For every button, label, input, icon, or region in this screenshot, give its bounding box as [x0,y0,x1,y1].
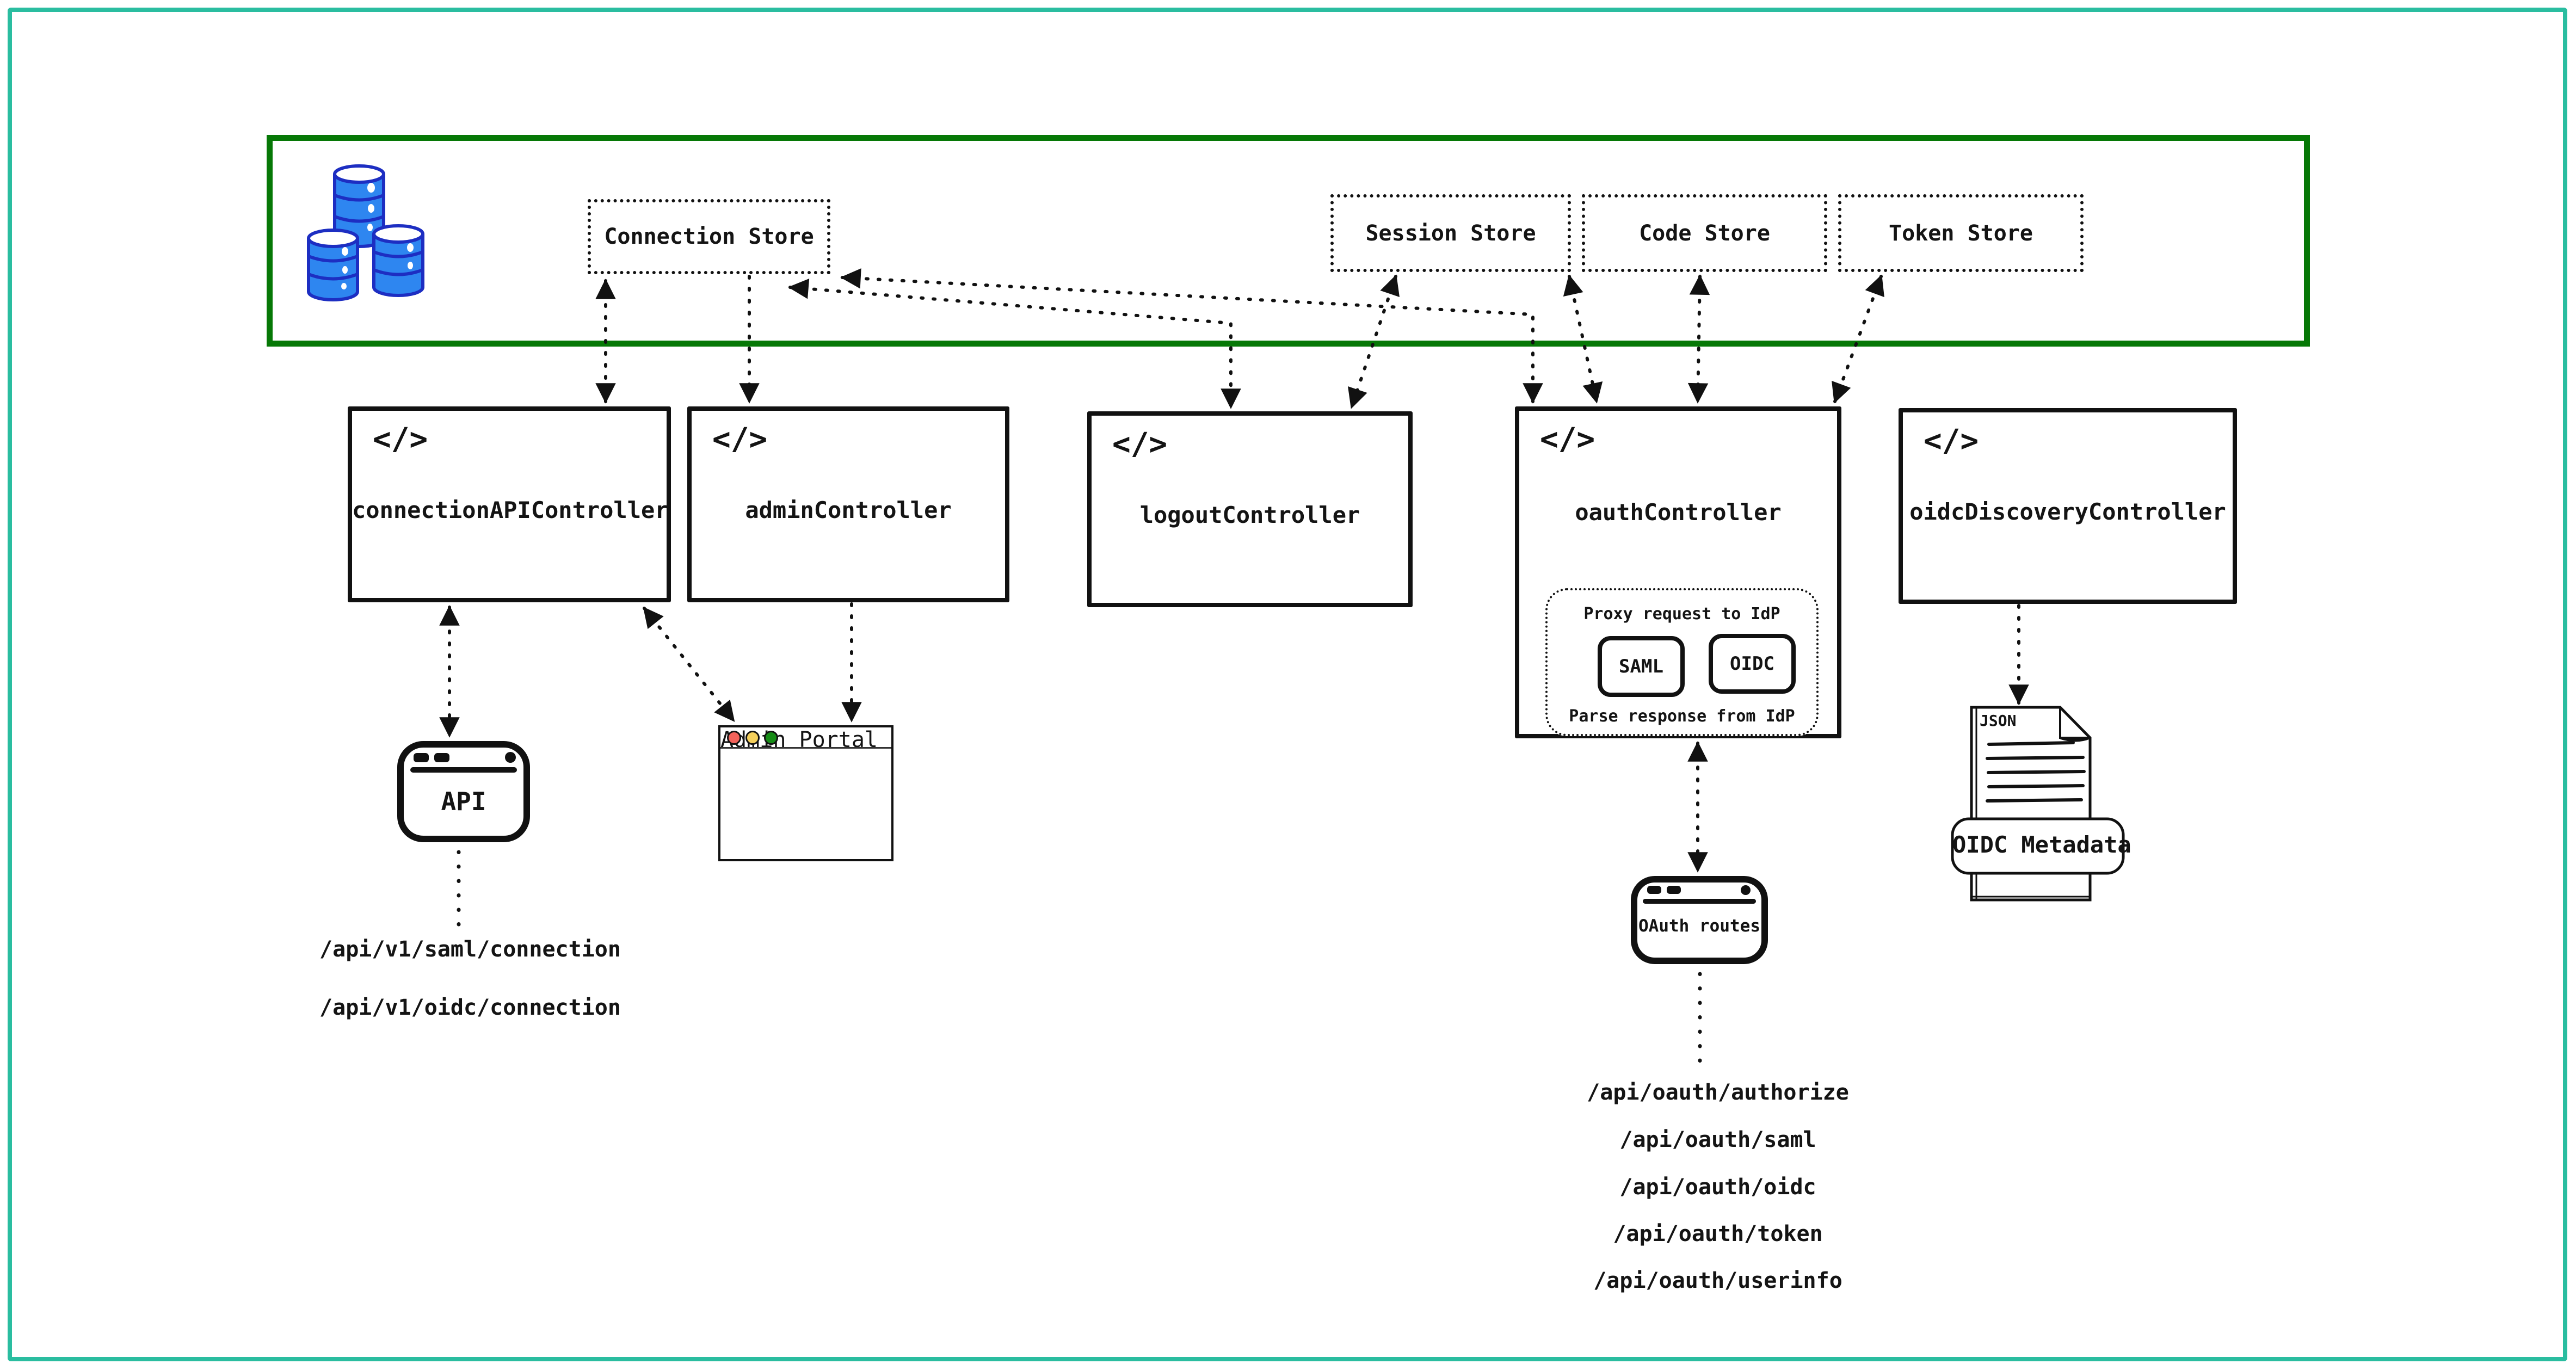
browser-dot [1741,885,1751,895]
api-label: API [441,787,486,816]
controller-label: adminController [745,497,952,523]
close-dot [727,731,741,745]
oidc-box: OIDC [1709,634,1796,694]
connection-store: Connection Store [588,199,830,274]
browser-dot [505,752,516,763]
code-icon: </> [373,422,428,457]
oauth-endpoint: /api/oauth/authorize [1587,1080,1849,1105]
code-icon: </> [712,422,768,457]
oauth-endpoint: /api/oauth/saml [1619,1127,1816,1152]
browser-dot [1647,886,1661,894]
browser-dot [1667,886,1681,894]
browser-dot [434,753,449,762]
json-document-icon [1951,706,2125,902]
api-endpoint: /api/v1/oidc/connection [319,995,621,1020]
code-icon: </> [1924,423,1979,459]
parse-response-label: Parse response from IdP [1569,707,1795,726]
saml-label: SAML [1619,656,1663,677]
admin-controller: </> adminController [687,406,1009,602]
connection-store-label: Connection Store [604,224,814,249]
browser-bar [1643,899,1756,904]
oidc-discovery-controller: </> oidcDiscoveryController [1899,408,2237,604]
controller-label: connectionAPIController [352,497,669,523]
page-frame [8,8,2567,1361]
oidc-label: OIDC [1730,653,1774,675]
controller-label: oidcDiscoveryController [1909,498,2226,525]
oauth-controller: </> oauthController Proxy request to IdP… [1515,406,1841,738]
token-store: Token Store [1838,194,2084,272]
browser-bar [410,767,517,773]
api-client-icon: API [397,741,530,842]
oauth-endpoint: /api/oauth/token [1613,1221,1823,1246]
code-store-label: Code Store [1639,220,1770,246]
proxy-request-label: Proxy request to IdP [1583,604,1780,624]
connection-api-controller: </> connectionAPIController [348,406,671,602]
database-icon [307,164,424,301]
controller-label: logoutController [1139,502,1360,528]
minimize-dot [745,731,760,745]
api-endpoint: /api/v1/saml/connection [319,937,621,962]
code-icon: </> [1112,427,1168,462]
idp-proxy-box: Proxy request to IdP SAML OIDC Parse res… [1545,588,1819,736]
oauth-endpoint: /api/oauth/userinfo [1593,1268,1842,1293]
maximize-dot [764,731,778,745]
browser-dot [414,753,429,762]
controller-label: oauthController [1575,499,1782,526]
session-store: Session Store [1330,194,1571,272]
saml-box: SAML [1598,636,1685,697]
json-label: JSON [1980,712,2017,730]
oauth-routes-label: OAuth routes [1638,916,1760,936]
logout-controller: </> logoutController [1087,411,1413,607]
window-titlebar [720,727,891,749]
oauth-endpoint: /api/oauth/oidc [1619,1175,1816,1200]
token-store-label: Token Store [1889,220,2033,246]
oauth-routes-icon: OAuth routes [1631,876,1768,964]
code-store: Code Store [1582,194,1827,272]
code-icon: </> [1540,422,1595,457]
admin-portal-window: Admin Portal [718,725,893,861]
session-store-label: Session Store [1365,220,1536,246]
oidc-metadata-label: OIDC Metadata [1952,831,2131,858]
